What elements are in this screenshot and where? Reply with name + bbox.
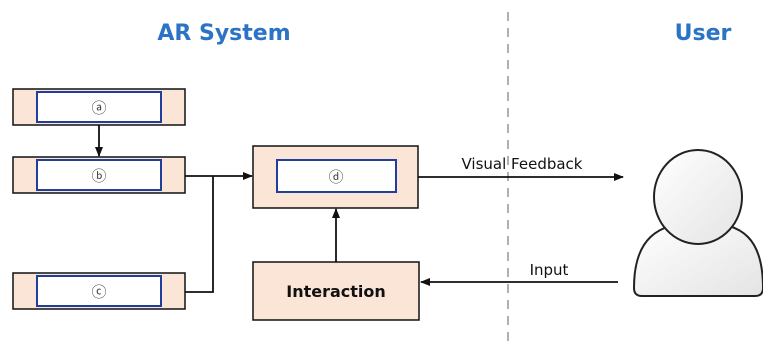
user-title: User [675,21,732,46]
module-c-label: ⓒ [91,283,106,301]
module-d: ⓓ [252,145,419,209]
module-b-label: ⓑ [91,167,106,185]
connector-c [185,176,214,293]
ar-system-title: AR System [157,21,290,46]
interaction-label: Interaction [286,282,386,301]
interaction-box: Interaction [252,261,420,321]
module-c: ⓒ [12,272,186,310]
module-a-label: ⓐ [91,99,106,117]
user-icon [632,149,763,297]
visual-feedback-label: Visual Feedback [462,155,583,173]
module-d-label: ⓓ [328,168,343,186]
input-label: Input [530,261,569,279]
module-b: ⓑ [12,156,186,194]
module-a: ⓐ [12,88,186,126]
